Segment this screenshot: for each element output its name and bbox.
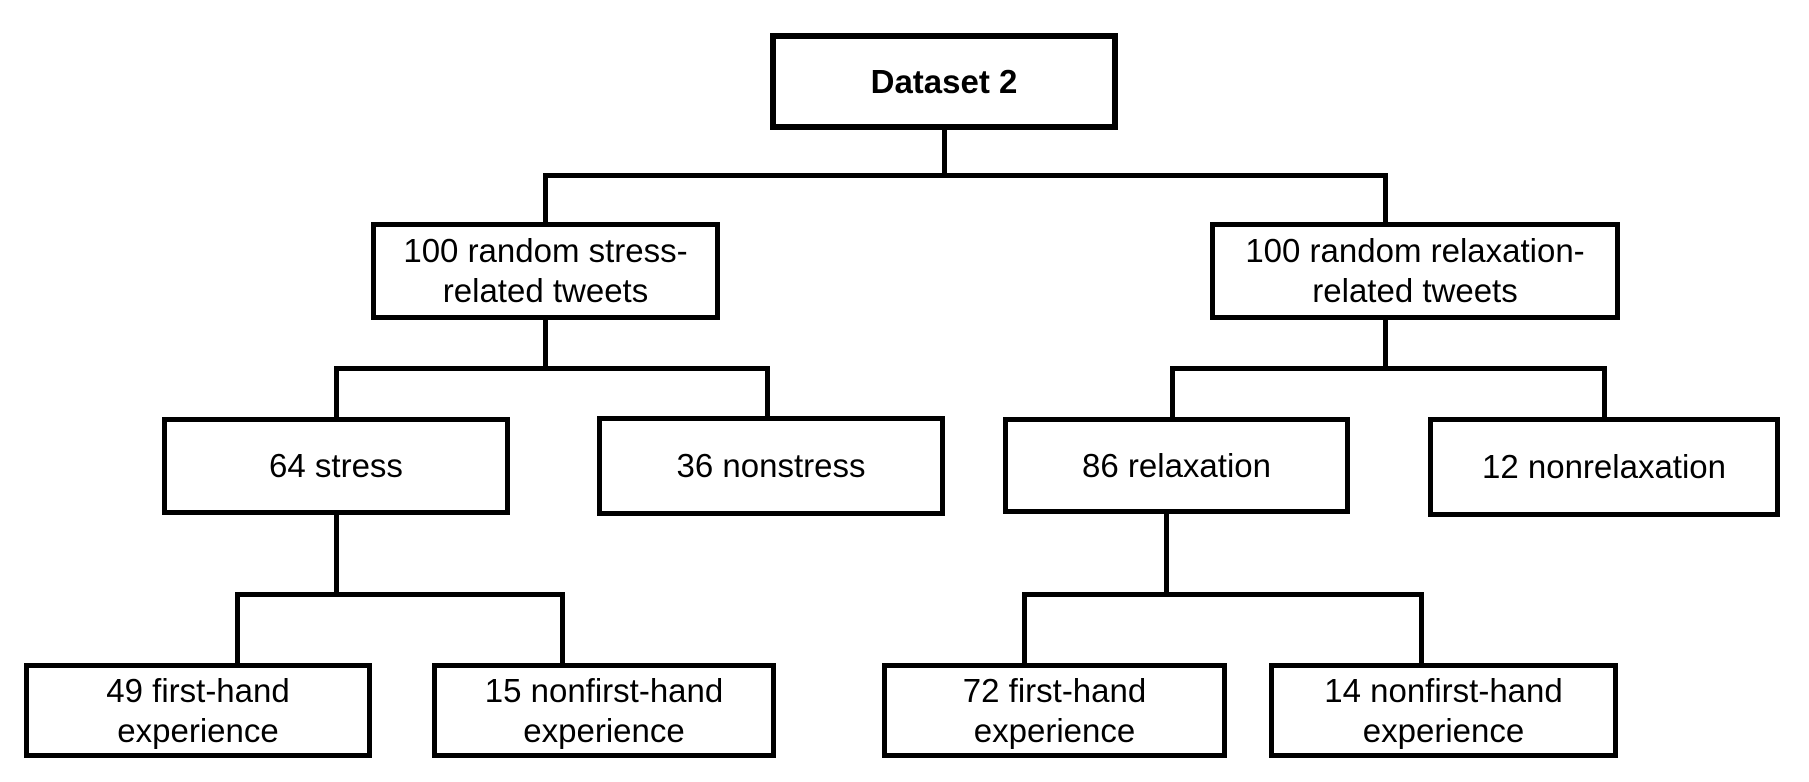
node-stress-nonfirst-hand: 15 nonfirst-hand experience <box>432 663 776 758</box>
connector-relaxation-tweets-left-drop <box>1170 369 1175 419</box>
connector-stress-tweets-horizontal <box>334 366 770 371</box>
node-stress-tweets: 100 random stress- related tweets <box>371 222 720 320</box>
connector-stress-stub <box>334 513 339 594</box>
node-relaxation-nonfirst-hand-line1: 14 nonfirst-hand <box>1324 671 1563 709</box>
node-nonrelaxation: 12 nonrelaxation <box>1428 417 1780 517</box>
node-stress-nonfirst-hand-line1: 15 nonfirst-hand <box>484 671 724 709</box>
node-relaxation-nonfirst-hand: 14 nonfirst-hand experience <box>1269 663 1618 758</box>
node-nonstress: 36 nonstress <box>597 416 945 516</box>
node-stress-label: 64 stress <box>269 447 403 484</box>
node-stress-first-hand-line2: experience <box>117 711 279 749</box>
connector-relaxation-horizontal <box>1022 592 1424 597</box>
node-stress-nonfirst-hand-line2: experience <box>523 711 685 749</box>
node-relaxation-tweets-line1: 100 random relaxation- <box>1245 232 1585 269</box>
node-relaxation-tweets-line2: related tweets <box>1312 272 1518 309</box>
node-nonrelaxation-label: 12 nonrelaxation <box>1481 448 1727 485</box>
node-dataset-2: Dataset 2 <box>770 33 1118 130</box>
connector-root-stub <box>942 128 947 177</box>
node-relaxation-nonfirst-hand-line2: experience <box>1362 711 1525 749</box>
connector-relaxation-stub <box>1164 513 1169 594</box>
node-relaxation-label: 86 relaxation <box>1082 446 1271 484</box>
connector-relaxation-left-drop <box>1022 595 1027 665</box>
connector-stress-right-drop <box>560 595 565 665</box>
node-nonstress-label: 36 nonstress <box>676 447 866 484</box>
node-stress-tweets-line2: related tweets <box>442 272 649 309</box>
node-stress-first-hand: 49 first-hand experience <box>24 663 372 758</box>
connector-stress-tweets-right-drop <box>765 369 770 419</box>
connector-root-horizontal <box>543 173 1388 178</box>
node-stress: 64 stress <box>162 417 510 515</box>
node-stress-tweets-line1: 100 random stress- <box>403 232 688 269</box>
node-relaxation-tweets: 100 random relaxation- related tweets <box>1210 222 1620 320</box>
node-relaxation-first-hand-line2: experience <box>973 711 1136 749</box>
connector-relaxation-tweets-horizontal <box>1170 366 1607 371</box>
node-relaxation-first-hand-line1: 72 first-hand <box>962 671 1147 709</box>
connector-stress-tweets-left-drop <box>334 369 339 419</box>
node-stress-first-hand-line1: 49 first-hand <box>106 671 290 709</box>
connector-stress-horizontal <box>235 592 565 597</box>
node-dataset-2-label: Dataset 2 <box>870 62 1018 100</box>
connector-relaxation-right-drop <box>1419 595 1424 665</box>
connector-root-left-drop <box>543 176 548 224</box>
node-relaxation-first-hand: 72 first-hand experience <box>882 663 1227 758</box>
node-relaxation: 86 relaxation <box>1003 417 1350 514</box>
connector-relaxation-tweets-right-drop <box>1602 369 1607 419</box>
connector-stress-left-drop <box>235 595 240 665</box>
connector-relaxation-tweets-stub <box>1383 318 1388 368</box>
connector-stress-tweets-stub <box>543 318 548 368</box>
connector-root-right-drop <box>1383 176 1388 224</box>
